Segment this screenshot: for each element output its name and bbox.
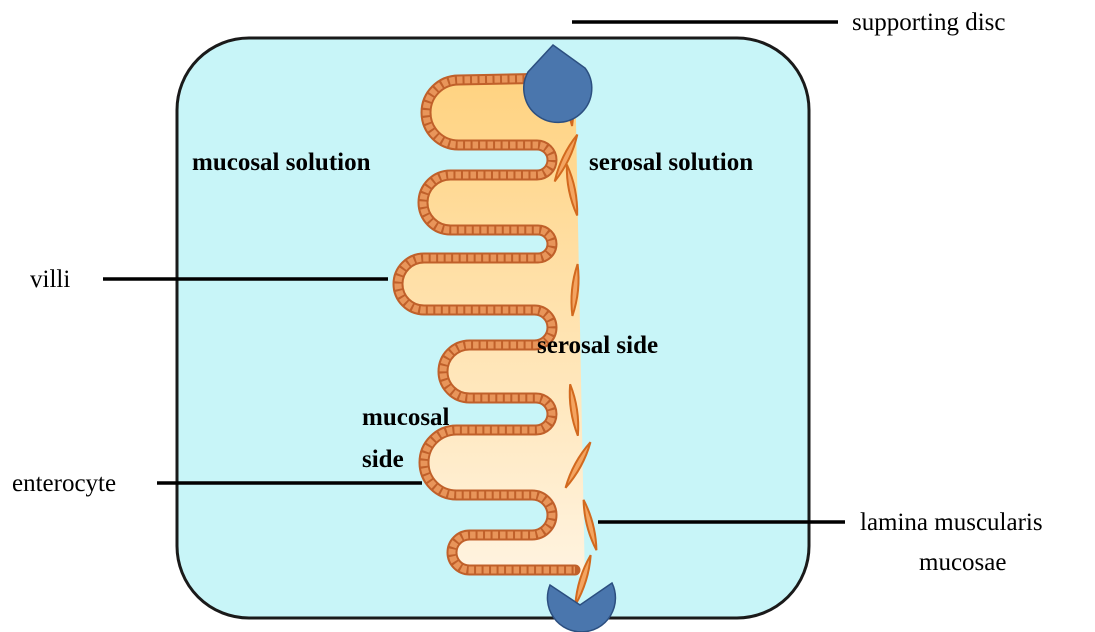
label-mucosal-solution: mucosal solution [192,149,371,176]
label-lamina-line1: lamina muscularis [860,509,1043,536]
label-villi: villi [30,266,70,293]
label-mucosal-side-line2: side [362,446,404,473]
label-supporting-disc: supporting disc [852,9,1005,36]
label-serosal-solution: serosal solution [589,149,753,176]
label-serosal-side: serosal side [537,332,658,359]
label-lamina-line2: mucosae [919,549,1006,576]
label-enterocyte: enterocyte [12,470,116,497]
label-mucosal-side-line1: mucosal [362,404,450,431]
